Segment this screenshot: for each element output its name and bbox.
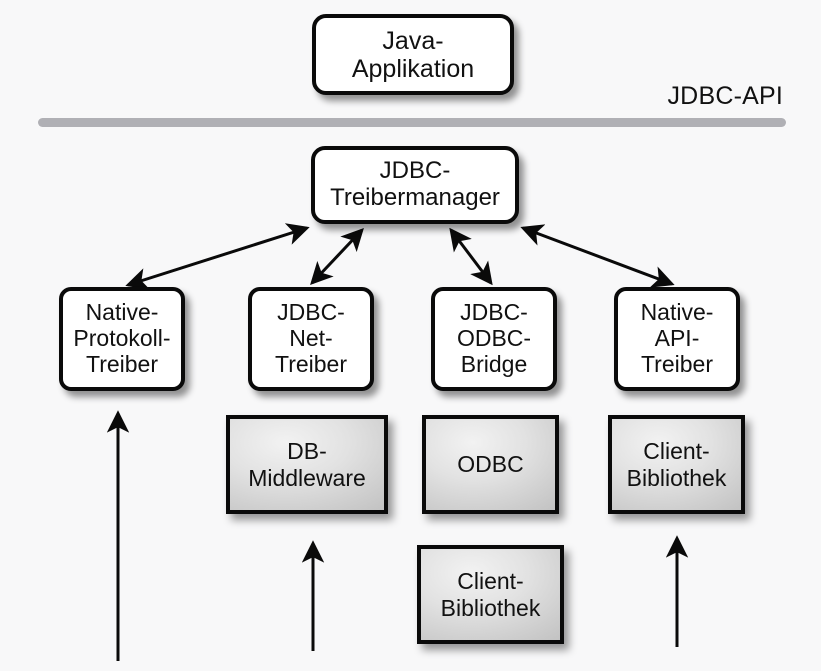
node-client-bibliothek-right-label: Client- Bibliothek: [626, 438, 727, 491]
node-client-bibliothek-right[interactable]: Client- Bibliothek: [608, 415, 745, 514]
node-jdbc-odbc-bridge-label: JDBC- ODBC- Bridge: [456, 299, 532, 377]
node-jdbc-treibermanager-label: JDBC- Treibermanager: [330, 157, 500, 211]
node-java-applikation-label: Java- Applikation: [351, 26, 475, 83]
node-native-api-treiber-label: Native- API- Treiber: [640, 299, 714, 377]
node-jdbc-net-treiber[interactable]: JDBC- Net- Treiber: [248, 287, 374, 391]
node-jdbc-treibermanager[interactable]: JDBC- Treibermanager: [311, 146, 519, 224]
node-jdbc-net-treiber-label: JDBC- Net- Treiber: [275, 299, 347, 377]
node-native-protokoll-treiber[interactable]: Native- Protokoll- Treiber: [59, 287, 185, 391]
node-odbc-label: ODBC: [457, 451, 524, 478]
connector-treibermanager-native-protokoll: [125, 223, 310, 290]
connector-treibermanager-native-api: [520, 224, 675, 288]
jdbc-api-divider-line: [38, 118, 786, 127]
node-client-bibliothek-bottom[interactable]: Client- Bibliothek: [417, 545, 564, 644]
node-java-applikation[interactable]: Java- Applikation: [312, 14, 514, 95]
node-db-middleware[interactable]: DB- Middleware: [226, 415, 388, 514]
node-jdbc-odbc-bridge[interactable]: JDBC- ODBC- Bridge: [431, 287, 557, 391]
connector-treibermanager-jdbc-odbc: [449, 227, 493, 286]
node-odbc[interactable]: ODBC: [422, 415, 559, 514]
jdbc-api-label: JDBC-API: [667, 82, 783, 110]
node-client-bibliothek-bottom-label: Client- Bibliothek: [440, 568, 541, 621]
node-native-api-treiber[interactable]: Native- API- Treiber: [614, 287, 740, 391]
node-native-protokoll-treiber-label: Native- Protokoll- Treiber: [73, 299, 171, 377]
connector-treibermanager-jdbc-net: [310, 227, 364, 286]
node-db-middleware-label: DB- Middleware: [248, 438, 366, 491]
